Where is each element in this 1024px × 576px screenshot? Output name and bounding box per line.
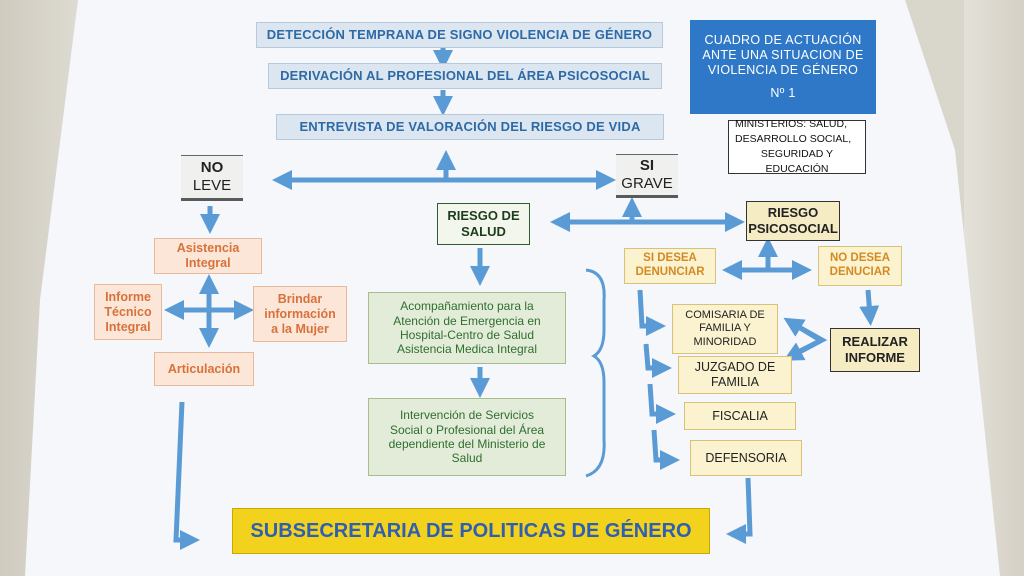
step-entrevista: ENTREVISTA DE VALORACIÓN DEL RIESGO DE V… [276,114,664,140]
arrow-comisaria [637,289,666,336]
realizar-line-1: REALIZAR [842,334,908,350]
no-desea-line-2: DENUCIAR [829,266,891,278]
si-label: SI [639,157,655,174]
arrow-fiscalia [647,383,676,424]
si-desea-denunciar-box: SI DESEA DENUNCIAR [624,248,716,284]
brindar-line-3: a la Mujer [271,321,329,336]
step-derivacion: DERIVACIÓN AL PROFESIONAL DEL ÁREA PSICO… [268,63,662,89]
juzgado-line-1: JUZGADO DE [694,360,776,374]
acomp-line-2: Atención de Emergencia en [393,313,541,328]
fiscalia-box: FISCALIA [684,402,796,430]
brindar-line-1: Brindar [277,291,323,306]
title-line-2: ANTE UNA SITUACION DE [702,48,864,62]
leve-label: LEVE [192,177,232,194]
brace [585,268,606,478]
asistencia-integral-box: Asistencia Integral [154,238,262,274]
ministerios-line-2: DESARROLLO SOCIAL, [735,132,852,145]
si-desea-line-2: DENUNCIAR [635,266,705,278]
riesgo-psico-line-2: PSICOSOCIAL [748,221,838,236]
si-desea-line-1: SI DESEA [643,252,697,265]
ministerios-line-3: SEGURIDAD Y EDUCACIÓN [760,148,834,176]
arrow-realizar-a [783,317,822,343]
realizar-informe-box: REALIZAR INFORME [830,328,920,372]
juzgado-box: JUZGADO DE FAMILIA [678,356,792,394]
informe-line-3: Integral [105,319,151,334]
intervencion-box: Intervención de Servicios Social o Profe… [368,398,566,476]
acomp-line-3: Hospital-Centro de Salud [399,328,535,342]
comisaria-line-3: MINORIDAD [693,335,757,348]
riesgo-salud-line-2: SALUD [461,224,506,239]
interv-line-4: Salud [451,451,483,466]
asistencia-line-2: Integral [185,256,231,270]
si-grave-box: SI GRAVE [616,154,678,198]
arrow-left-long [173,401,200,550]
arrow-right-long [726,477,753,544]
ministerios-box: MINISTERIOS: SALUD, DESARROLLO SOCIAL, S… [728,117,866,176]
arrow-juzgado [643,343,672,378]
riesgo-psico-line-1: RIESGO [767,205,819,221]
acomp-line-4: Asistencia Medica Integral [396,342,538,357]
comisaria-line-2: FAMILIA Y [699,322,751,335]
informe-line-2: Técnico [104,304,152,319]
riesgo-salud-box: RIESGO DE SALUD [437,203,530,245]
ministerios-line-1: MINISTERIOS: SALUD, [735,117,848,130]
title-line-1: CUADRO DE ACTUACIÓN [704,33,862,47]
arrow-realizar-b [783,338,822,361]
riesgo-salud-line-1: RIESGO DE [447,208,520,224]
no-desea-denunciar-box: NO DESEA DENUCIAR [818,246,902,286]
step-deteccion: DETECCIÓN TEMPRANA DE SIGNO VIOLENCIA DE… [256,22,663,48]
no-leve-box: NO LEVE [181,155,243,201]
arrow-defensoria [651,429,680,470]
title-box: CUADRO DE ACTUACIÓN ANTE UNA SITUACION D… [690,20,876,114]
defensoria-box: DEFENSORIA [690,440,802,476]
comisaria-box: COMISARIA DE FAMILIA Y MINORIDAD [672,304,778,354]
acompanamiento-box: Acompañamiento para la Atención de Emerg… [368,292,566,364]
brindar-line-2: información [264,306,336,321]
title-line-3: VIOLENCIA DE GÉNERO [707,63,859,77]
informe-tecnico-box: Informe Técnico Integral [94,284,162,340]
grave-label: GRAVE [621,175,673,192]
arrow-nodesea-realizar [859,289,880,326]
juzgado-line-2: FAMILIA [711,375,759,389]
realizar-line-2: INFORME [845,350,905,365]
articulacion-box: Articulación [154,352,254,386]
brindar-informacion-box: Brindar información a la Mujer [253,286,347,342]
comisaria-line-1: COMISARIA DE [685,309,765,322]
interv-line-1: Intervención de Servicios [399,408,535,423]
no-desea-line-1: NO DESEA [829,252,891,265]
asistencia-line-1: Asistencia [176,241,240,255]
interv-line-3: dependiente del Ministerio de [388,437,546,451]
riesgo-psicosocial-box: RIESGO PSICOSOCIAL [746,201,840,241]
interv-line-2: Social o Profesional del Área [389,422,545,437]
acomp-line-1: Acompañamiento para la [400,299,534,314]
no-label: NO [200,159,224,176]
informe-line-1: Informe [105,289,151,304]
subsecretaria-bar: SUBSECRETARIA DE POLITICAS DE GÉNERO [232,508,710,554]
title-number: Nº 1 [770,86,796,100]
